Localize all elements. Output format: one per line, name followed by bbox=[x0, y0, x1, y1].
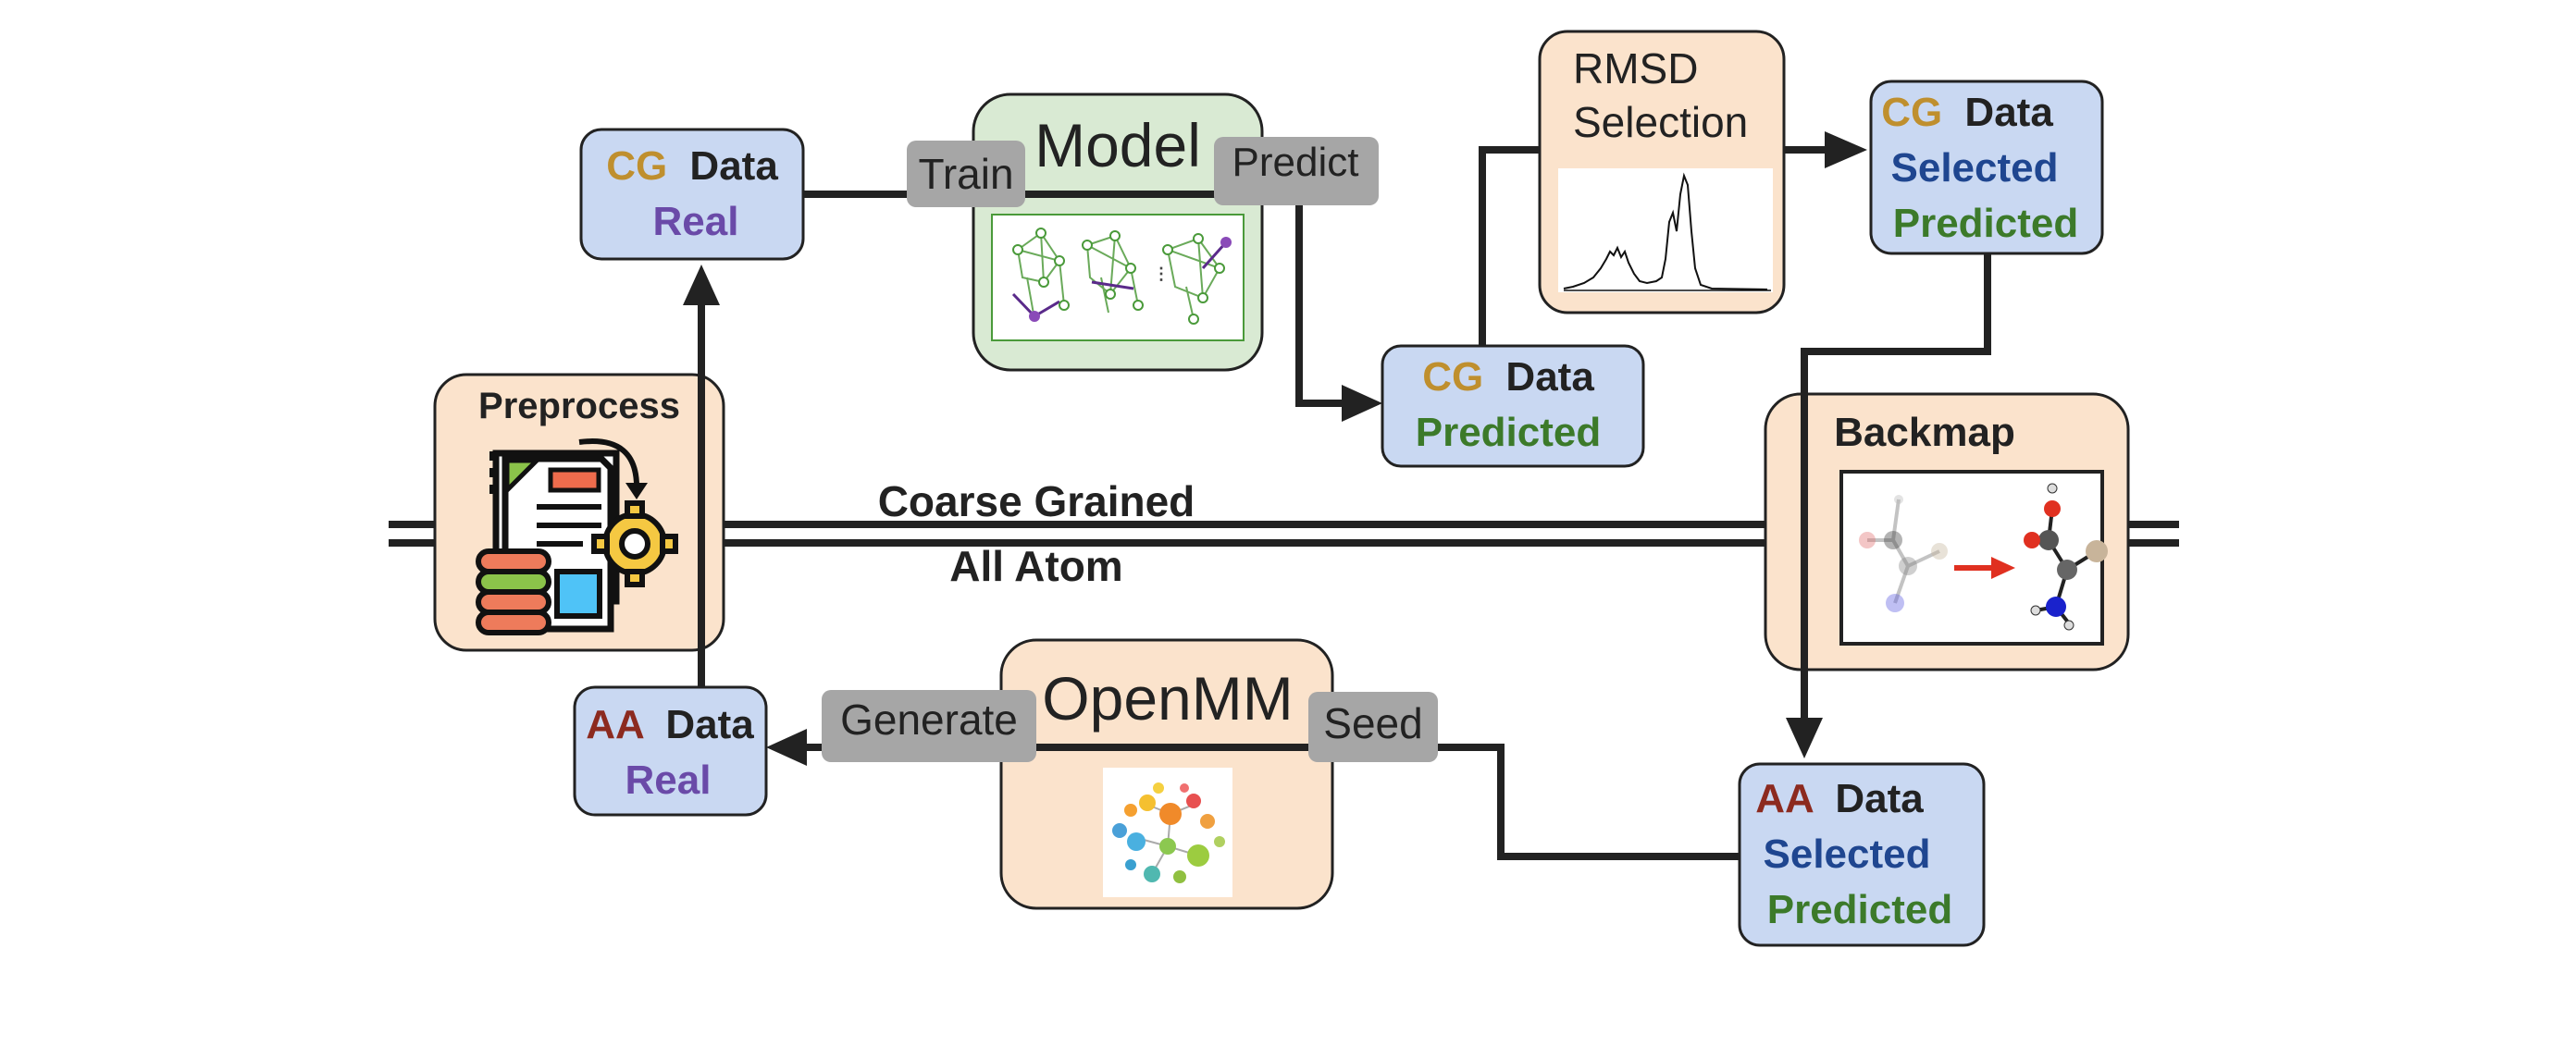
aa-selected-data-box: AA Data Selected Predicted bbox=[1738, 762, 1986, 947]
arrow-seed-generate bbox=[794, 744, 1740, 860]
train-label: Train bbox=[918, 150, 1013, 198]
predict-label: Predict bbox=[1232, 140, 1359, 185]
arrow-train-predict bbox=[803, 191, 1356, 407]
generate-label: Generate bbox=[840, 696, 1018, 744]
molecule-backmap-icon bbox=[1839, 470, 2108, 646]
coarse-grained-label: Coarse Grained bbox=[878, 477, 1195, 525]
data-word: Data bbox=[665, 702, 754, 747]
preprocess-title: Preprocess bbox=[478, 386, 680, 426]
rmsd-line1: RMSD bbox=[1573, 44, 1698, 92]
cg-real-data-box: CG Data Real bbox=[579, 128, 805, 261]
model-module: Model ⋮ bbox=[972, 92, 1264, 372]
aa-prefix: AA bbox=[586, 702, 644, 747]
seed-label: Seed bbox=[1323, 699, 1422, 747]
graph-network-icon: ⋮ bbox=[991, 214, 1245, 341]
rmsd-selection-module: RMSD Selection bbox=[1538, 30, 1786, 314]
svg-text:CG Data: CG Data bbox=[1881, 90, 2053, 135]
cg-prefix: CG bbox=[1881, 90, 1942, 135]
data-word: Data bbox=[1835, 776, 1924, 821]
cg-prefix: CG bbox=[1422, 354, 1483, 400]
data-word: Data bbox=[1964, 90, 2053, 135]
document-database-gear-icon bbox=[476, 438, 678, 635]
predicted-label: Predicted bbox=[1893, 201, 2079, 246]
seed-tag: Seed bbox=[1308, 692, 1438, 762]
svg-text:CG Data: CG Data bbox=[606, 143, 778, 189]
selected-label: Selected bbox=[1764, 831, 1931, 877]
data-word: Data bbox=[1505, 354, 1594, 400]
train-tag: Train bbox=[907, 141, 1025, 207]
preprocess-module: Preprocess bbox=[433, 373, 725, 652]
aa-real-data-box: AA Data Real bbox=[573, 685, 768, 817]
svg-text:AA Data: AA Data bbox=[1755, 776, 1924, 821]
cg-prefix: CG bbox=[606, 143, 667, 189]
backmap-title: Backmap bbox=[1834, 410, 2015, 455]
real-label: Real bbox=[653, 199, 739, 244]
aa-prefix: AA bbox=[1755, 776, 1814, 821]
real-label: Real bbox=[625, 758, 712, 803]
svg-text:AA Data: AA Data bbox=[586, 702, 754, 747]
predicted-label: Predicted bbox=[1416, 410, 1602, 455]
openmm-module: OpenMM bbox=[999, 638, 1334, 910]
predicted-label: Predicted bbox=[1767, 887, 1953, 932]
openmm-title: OpenMM bbox=[1042, 664, 1293, 733]
cg-selected-data-box: CG Data Selected Predicted bbox=[1869, 80, 2104, 255]
openmm-logo-icon bbox=[1103, 768, 1232, 897]
generate-tag: Generate bbox=[822, 690, 1036, 762]
model-title: Model bbox=[1034, 111, 1201, 179]
rmsd-histogram-icon bbox=[1558, 168, 1773, 292]
arrow-to-backmap bbox=[1801, 253, 1991, 731]
all-atom-label: All Atom bbox=[949, 542, 1122, 590]
svg-text:CG Data: CG Data bbox=[1422, 354, 1594, 400]
cg-predicted-data-box: CG Data Predicted bbox=[1381, 344, 1645, 468]
svg-text:⋮: ⋮ bbox=[1153, 265, 1170, 283]
predict-tag: Predict bbox=[1214, 137, 1379, 205]
data-word: Data bbox=[689, 143, 778, 189]
rmsd-line2: Selection bbox=[1573, 98, 1748, 146]
selected-label: Selected bbox=[1891, 145, 2059, 191]
